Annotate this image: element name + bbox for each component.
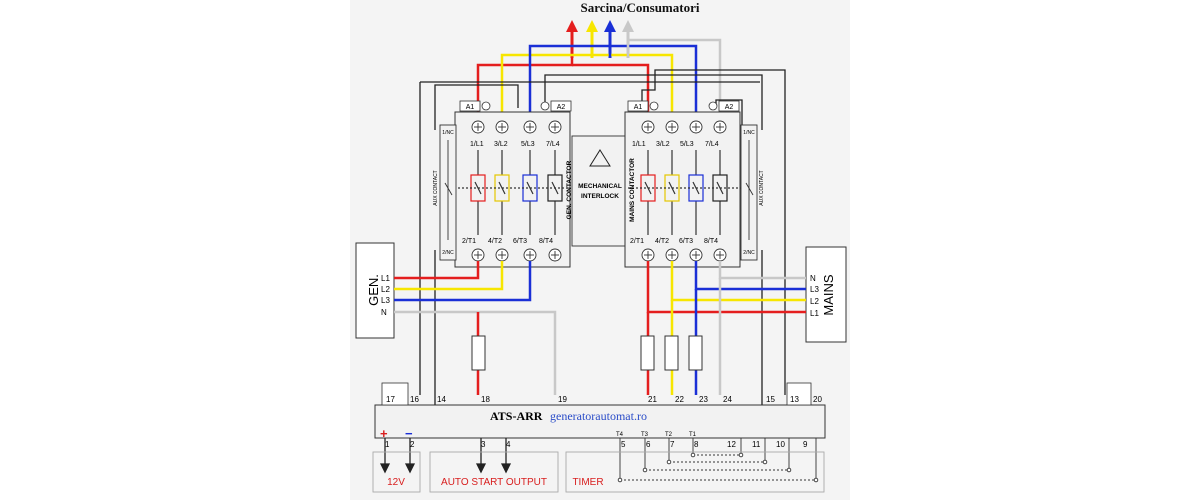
mains-top-term-4: 7/L4 (705, 141, 719, 148)
ats-controller: ATS-ARR generatorautomat.ro 17 16 14 18 … (374, 382, 826, 449)
gen-aux-top: 1/NC (442, 130, 454, 136)
output-timer: TIMER (572, 477, 603, 488)
mechanical-interlock: MECHANICAL INTERLOCK (571, 135, 628, 247)
mains-contactor-label: MAINS CONTACTOR (629, 158, 636, 222)
term-8: 8 (694, 440, 699, 449)
interlock-line-1: MECHANICAL (578, 183, 622, 190)
mains-label: MAINS (821, 274, 836, 316)
mains-bottom-term-3: 6/T3 (679, 238, 693, 245)
output-boxes (372, 451, 825, 493)
gen-top-term-3: 5/L3 (521, 141, 535, 148)
mains-bottom-term-2: 4/T2 (655, 238, 669, 245)
minus-sign: − (405, 426, 413, 441)
term-24: 24 (723, 395, 732, 404)
term-13: 13 (790, 395, 799, 404)
term-16: 16 (410, 395, 419, 404)
mains-top-term-3: 5/L3 (680, 141, 694, 148)
gen-line-l1: L1 (381, 274, 390, 283)
term-4: 4 (506, 440, 511, 449)
term-6: 6 (646, 440, 651, 449)
control-wiring (419, 69, 786, 405)
gen-top-term-4: 7/L4 (546, 141, 560, 148)
term-12: 12 (727, 440, 736, 449)
controller-site: generatorautomat.ro (550, 409, 647, 423)
term-10: 10 (776, 440, 785, 449)
mains-aux-top: 1/NC (743, 130, 755, 136)
gen-bottom-term-2: 4/T2 (488, 238, 502, 245)
term-18: 18 (481, 395, 490, 404)
gen-line-l3: L3 (381, 296, 390, 305)
gen-line-n: N (381, 308, 387, 317)
timer-tap-t2: T2 (665, 432, 673, 438)
timer-tap-t3: T3 (641, 432, 649, 438)
output-arrows (379, 438, 512, 474)
term-9: 9 (803, 440, 808, 449)
mains-a1: A1 (634, 104, 643, 111)
gen-a1: A1 (466, 104, 475, 111)
gen-contactor: A1 A2 1/L1 3/L2 5/L3 7/L4 (433, 100, 573, 268)
gen-poles (442, 150, 570, 235)
term-17: 17 (386, 395, 395, 404)
interlock-line-2: INTERLOCK (581, 193, 619, 200)
mains-line-n: N (810, 274, 816, 283)
gen-a2: A2 (557, 104, 566, 111)
controller-name: ATS-ARR (490, 409, 543, 423)
term-3: 3 (481, 440, 486, 449)
gen-bottom-term-1: 2/T1 (462, 238, 476, 245)
mains-aux-label: AUX CONTACT (759, 170, 765, 205)
gen-aux-label: AUX CONTACT (433, 170, 439, 205)
term-5: 5 (621, 440, 626, 449)
gen-top-screws (471, 120, 562, 134)
gen-top-term-2: 3/L2 (494, 141, 508, 148)
fuses (471, 335, 703, 371)
term-1: 1 (385, 440, 390, 449)
load-arrows (566, 20, 634, 58)
mains-line-l1: L1 (810, 309, 819, 318)
term-2: 2 (410, 440, 415, 449)
mains-top-term-2: 3/L2 (656, 141, 670, 148)
generator-source: GEN. L1 L2 L3 N (355, 242, 395, 339)
timer-wiring (617, 438, 819, 483)
timer-tap-t1: T1 (689, 432, 697, 438)
output-auto-start: AUTO START OUTPUT (441, 477, 547, 488)
generator-label: GEN. (366, 274, 381, 306)
mains-top-term-1: 1/L1 (632, 141, 646, 148)
term-15: 15 (766, 395, 775, 404)
term-7: 7 (670, 440, 675, 449)
timer-tap-t4: T4 (616, 432, 624, 438)
mains-a2: A2 (725, 104, 734, 111)
gen-contactor-label: GEN. CONTACTOR (566, 160, 573, 219)
load-title: Sarcina/Consumatori (581, 0, 700, 15)
term-23: 23 (699, 395, 708, 404)
term-14: 14 (437, 395, 446, 404)
mains-contactor: A1 A2 1/L1 3/L2 5/L3 7/L4 (624, 100, 765, 268)
gen-wiring (394, 261, 557, 395)
plus-sign: + (380, 426, 388, 441)
gen-top-term-1: 1/L1 (470, 141, 484, 148)
gen-aux-bottom: 2/NC (442, 250, 454, 256)
gen-bottom-term-3: 6/T3 (513, 238, 527, 245)
mains-bottom-term-4: 8/T4 (704, 238, 718, 245)
term-22: 22 (675, 395, 684, 404)
mains-line-l3: L3 (810, 285, 819, 294)
mains-source: MAINS N L3 L2 L1 (805, 246, 847, 343)
output-12v: 12V (387, 477, 405, 488)
term-19: 19 (558, 395, 567, 404)
mains-line-l2: L2 (810, 297, 819, 306)
mains-bottom-term-1: 2/T1 (630, 238, 644, 245)
gen-bottom-term-4: 8/T4 (539, 238, 553, 245)
mains-aux-bottom: 2/NC (743, 250, 755, 256)
gen-line-l2: L2 (381, 285, 390, 294)
term-21: 21 (648, 395, 657, 404)
term-20: 20 (813, 395, 822, 404)
term-11: 11 (752, 440, 761, 449)
